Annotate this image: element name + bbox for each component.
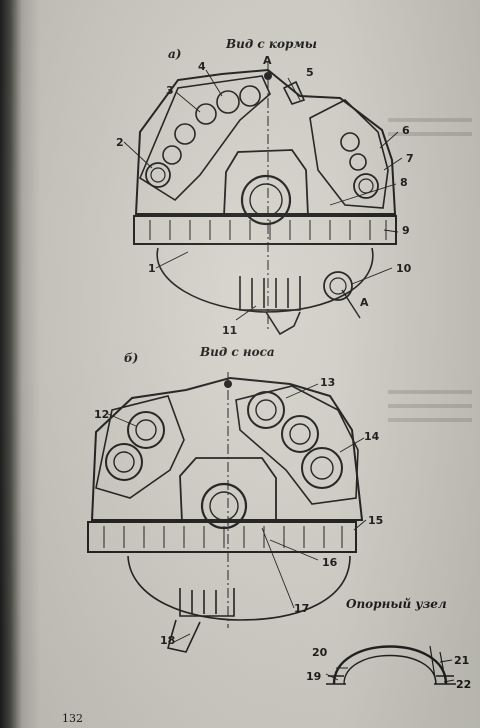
callout-6: 6 xyxy=(402,124,410,137)
figure-a-nozzle xyxy=(282,80,306,105)
support-inner-arc xyxy=(343,654,437,685)
figure-b-gear xyxy=(105,443,143,481)
callout-7: 7 xyxy=(406,152,414,165)
support-detail-title: Опорный узел xyxy=(346,597,447,611)
callout-4: 4 xyxy=(198,60,206,73)
figure-a-cylinder xyxy=(216,90,240,114)
figure-b-shaft-inner xyxy=(209,491,239,521)
figure-a-axis-mark xyxy=(264,72,272,80)
callout-1: 1 xyxy=(148,262,156,275)
figure-a-frame-ribs xyxy=(149,220,387,240)
figure-a-cylinder-inner xyxy=(358,178,374,194)
callout-9: 9 xyxy=(402,224,410,237)
support-bolt xyxy=(429,645,447,685)
figure-b-panel-label: б) xyxy=(124,351,138,365)
figure-b-gear-inner xyxy=(310,456,334,480)
figure-a-cylinder xyxy=(239,85,261,107)
callout-21: 21 xyxy=(454,654,469,667)
figure-a-casing xyxy=(134,68,397,215)
figure-a-outlet xyxy=(265,311,301,336)
figure-a-cylinder xyxy=(174,123,196,145)
bleed-line xyxy=(388,390,472,394)
callout-2: 2 xyxy=(116,136,124,149)
support-detail: Опорный узел 19 20 21 22 xyxy=(306,597,471,691)
bleed-line xyxy=(388,418,472,422)
callout-18: 18 xyxy=(160,634,175,647)
figure-a-shaft-inner xyxy=(249,183,283,217)
figure-b-gear-inner xyxy=(135,419,157,441)
figure-b-gear-inner xyxy=(113,451,135,473)
callout-13: 13 xyxy=(320,376,335,389)
figure-a-sphere xyxy=(156,247,374,313)
callout-22: 22 xyxy=(456,678,471,691)
figure-b-gear xyxy=(127,411,165,449)
callout-19: 19 xyxy=(306,670,321,683)
figure-a-cylinder xyxy=(162,145,182,165)
figure-a-view-title: Вид с кормы xyxy=(225,37,317,51)
support-leaders xyxy=(325,659,455,683)
callout-3: 3 xyxy=(166,84,174,97)
figure-a-section-mark-bottom: А xyxy=(360,296,369,309)
figure-a-section-mark-top: А xyxy=(263,54,272,67)
callout-16: 16 xyxy=(322,556,338,569)
figure-a-panel-label: а) xyxy=(168,47,181,61)
callout-17: 17 xyxy=(294,602,309,615)
figure-a-fitting-inner xyxy=(329,277,347,295)
callout-14: 14 xyxy=(364,430,380,443)
page-number: 132 xyxy=(62,712,83,725)
figure-b-right-block xyxy=(235,385,359,505)
callout-11: 11 xyxy=(222,324,237,337)
figure-b-frame xyxy=(87,521,357,553)
callout-20: 20 xyxy=(312,646,328,659)
figure-a-right-block xyxy=(309,99,389,209)
figure-a-frame xyxy=(133,215,397,245)
figure-b-left-block xyxy=(95,395,185,499)
figure-b-foundation xyxy=(179,588,235,617)
figure-a-central-housing xyxy=(223,149,309,217)
figure-b-outlet xyxy=(166,619,201,653)
bleed-line xyxy=(388,118,472,122)
figure-a-cylinder-inner xyxy=(150,167,166,183)
figure-b-gear xyxy=(247,391,285,429)
figure-b-gear xyxy=(281,415,319,453)
figure-b-gear-inner xyxy=(255,399,277,421)
figure-b-frame-ribs xyxy=(103,526,343,548)
figure-a-cylinder xyxy=(353,173,379,199)
figure-b-sphere xyxy=(127,555,351,621)
figure-a-left-block xyxy=(138,75,271,202)
figure-a-cylinder xyxy=(145,162,171,188)
figure-b-leaders xyxy=(107,383,367,643)
figure-b-view-title: Вид с носа xyxy=(199,345,275,359)
callout-12: 12 xyxy=(94,408,109,421)
figure-a-section-line xyxy=(341,289,361,319)
callout-5: 5 xyxy=(306,66,314,79)
support-outer-arc xyxy=(332,645,448,685)
callout-15: 15 xyxy=(368,514,383,527)
figure-b: б) Вид с носа 12 13 14 15 16 17 18 xyxy=(87,345,383,653)
figure-b-axis-mark xyxy=(224,380,232,388)
figure-a-foundation xyxy=(239,276,301,311)
bleed-line xyxy=(388,132,472,136)
figure-b-gear-inner xyxy=(289,423,311,445)
callout-10: 10 xyxy=(396,262,412,275)
figure-a: а) Вид с кормы А А 1 2 3 4 5 6 7 8 9 10 … xyxy=(116,37,414,337)
figure-a-cylinder xyxy=(340,132,360,152)
figure-a-cylinder xyxy=(195,103,217,125)
support-feet xyxy=(326,675,456,685)
callout-8: 8 xyxy=(400,176,408,189)
figure-b-gear xyxy=(301,447,343,489)
figure-a-fitting xyxy=(323,271,353,301)
figure-a-shaft xyxy=(240,174,292,226)
bleed-line xyxy=(388,404,472,408)
figure-a-leaders xyxy=(123,69,403,321)
figure-a-cylinder xyxy=(349,153,367,171)
